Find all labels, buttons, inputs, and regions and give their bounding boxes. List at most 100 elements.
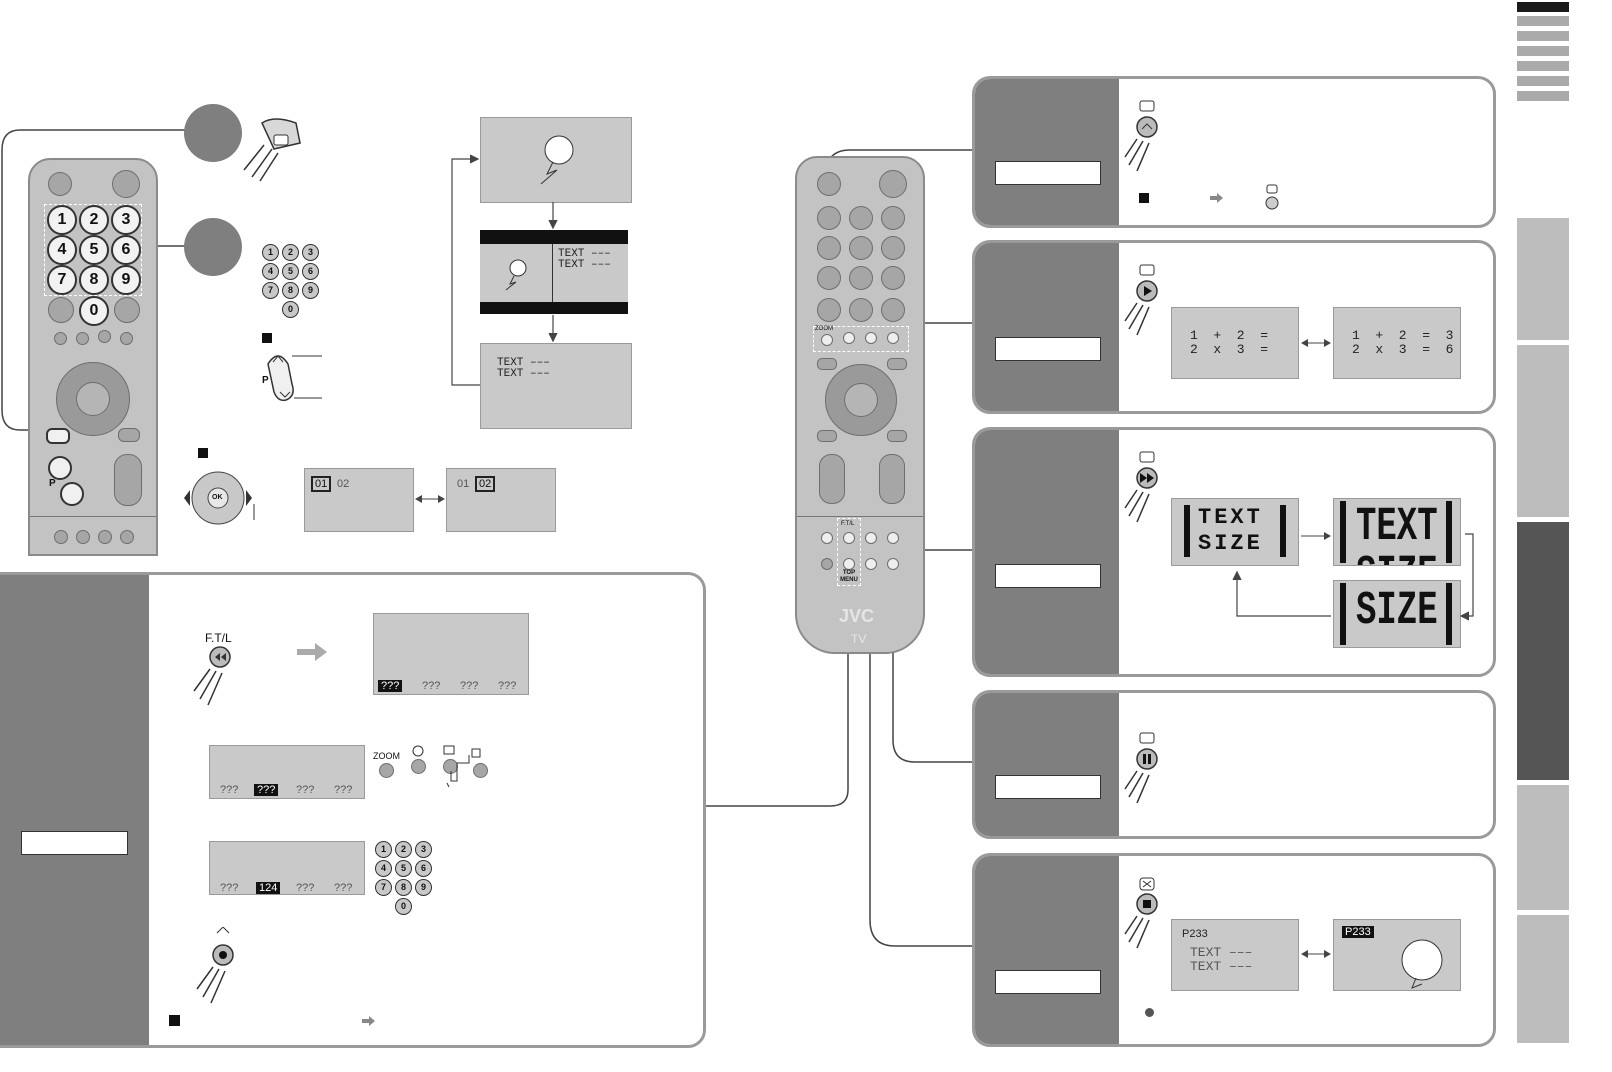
remote-button[interactable]	[54, 530, 68, 544]
remote-button[interactable]	[76, 530, 90, 544]
remote-button[interactable]	[48, 297, 74, 323]
key-9[interactable]: 9	[111, 265, 141, 295]
key-9[interactable]	[881, 266, 905, 290]
remote-button[interactable]	[817, 172, 841, 196]
remote-button[interactable]	[54, 332, 67, 345]
colour-button[interactable]	[887, 332, 899, 344]
colour-button[interactable]	[865, 332, 877, 344]
key-3[interactable]: 3	[111, 205, 141, 235]
channel-down-button[interactable]	[60, 482, 84, 506]
power-button[interactable]	[879, 170, 907, 198]
small-key-2: 2	[395, 841, 412, 858]
size-panel: TEXT SIZE TEXT SIZE TEXT SIZE	[972, 427, 1496, 677]
link-item: ???	[378, 680, 403, 692]
double-arrow	[415, 495, 445, 503]
arrow-right-icon	[1301, 532, 1331, 540]
key-7[interactable]	[817, 266, 841, 290]
panel-label-box	[995, 564, 1101, 588]
double-arrow	[1301, 339, 1331, 347]
index-stripe	[1517, 16, 1569, 26]
remote-button[interactable]	[817, 430, 837, 442]
key-5[interactable]	[849, 236, 873, 260]
remote-divider	[30, 516, 156, 517]
channel-rocker[interactable]	[819, 454, 845, 504]
size-screen-normal: TEXT SIZE	[1171, 498, 1299, 566]
remote-button[interactable]	[48, 172, 72, 196]
remote-button[interactable]	[887, 358, 907, 370]
dpad-icon	[184, 471, 255, 525]
remote-button[interactable]	[118, 428, 140, 442]
text-button[interactable]	[46, 428, 70, 444]
key-3[interactable]	[881, 206, 905, 230]
section-tab	[1517, 345, 1569, 517]
remote-control-right: ZOOM F.T/L TOP MENU JVC TV	[795, 156, 925, 654]
key-1[interactable]: 1	[47, 205, 77, 235]
colour-button[interactable]	[843, 332, 855, 344]
remote-button[interactable]	[821, 558, 833, 570]
panel-side	[975, 79, 1119, 225]
ftl-screen-top: ??? ??? ??? ???	[373, 613, 529, 695]
remote-button[interactable]	[817, 358, 837, 370]
remote-button[interactable]	[817, 298, 841, 322]
screen-arrows	[451, 154, 558, 386]
tv-screen-picture	[480, 117, 632, 203]
key-1[interactable]	[817, 206, 841, 230]
key-0[interactable]	[849, 298, 873, 322]
small-key-7: 7	[262, 282, 279, 299]
key-7[interactable]: 7	[47, 265, 77, 295]
cancel-button[interactable]	[865, 558, 877, 570]
reveal-button[interactable]	[865, 532, 877, 544]
top-menu-label: TOP MENU	[840, 570, 858, 583]
small-key-6: 6	[302, 263, 319, 280]
ftl-screen-bottom: ??? 124 ??? ???	[209, 841, 365, 895]
size-button[interactable]	[887, 532, 899, 544]
zoom-label: ZOOM	[815, 326, 833, 332]
colour-button[interactable]	[473, 763, 488, 778]
index-button[interactable]	[887, 558, 899, 570]
remote-button[interactable]	[120, 332, 133, 345]
top-menu-button[interactable]	[843, 558, 855, 570]
small-key-5: 5	[395, 860, 412, 877]
ftl-button[interactable]	[843, 532, 855, 544]
zoom-button[interactable]	[379, 763, 394, 778]
small-key-8: 8	[395, 879, 412, 896]
remote-button[interactable]	[881, 298, 905, 322]
bullet-square	[1139, 193, 1149, 203]
key-0[interactable]: 0	[79, 296, 109, 326]
volume-rocker[interactable]	[114, 454, 142, 506]
key-6[interactable]	[881, 236, 905, 260]
remote-button[interactable]	[114, 297, 140, 323]
volume-rocker[interactable]	[879, 454, 905, 504]
remote-button[interactable]	[98, 330, 111, 343]
key-6[interactable]: 6	[111, 235, 141, 265]
key-4[interactable]: 4	[47, 235, 77, 265]
channel-up-button[interactable]	[48, 456, 72, 480]
panel-side	[975, 430, 1119, 674]
power-button[interactable]	[112, 170, 140, 198]
colour-button[interactable]	[411, 759, 426, 774]
hold-button[interactable]	[821, 532, 833, 544]
size-word: SIZE	[1356, 549, 1438, 565]
key-2[interactable]: 2	[79, 205, 109, 235]
key-5[interactable]: 5	[79, 235, 109, 265]
page-screen-a: 01 02	[304, 468, 414, 532]
ok-button[interactable]	[76, 382, 110, 416]
key-2[interactable]	[849, 206, 873, 230]
remote-button[interactable]	[120, 530, 134, 544]
key-8[interactable]: 8	[79, 265, 109, 295]
remote-button[interactable]	[887, 430, 907, 442]
ok-button[interactable]	[844, 383, 878, 417]
person-icon	[540, 135, 574, 185]
small-key-3: 3	[302, 244, 319, 261]
remote-button[interactable]	[98, 530, 112, 544]
screen-text-line: TEXT –––	[1190, 945, 1253, 960]
p-label: P	[49, 478, 56, 489]
key-4[interactable]	[817, 236, 841, 260]
key-8[interactable]	[849, 266, 873, 290]
small-key-0: 0	[395, 898, 412, 915]
panel-label-box	[995, 775, 1101, 799]
text-keys-highlight	[837, 518, 861, 586]
remote-button[interactable]	[76, 332, 89, 345]
small-key-6: 6	[415, 860, 432, 877]
zoom-button[interactable]	[821, 334, 833, 346]
